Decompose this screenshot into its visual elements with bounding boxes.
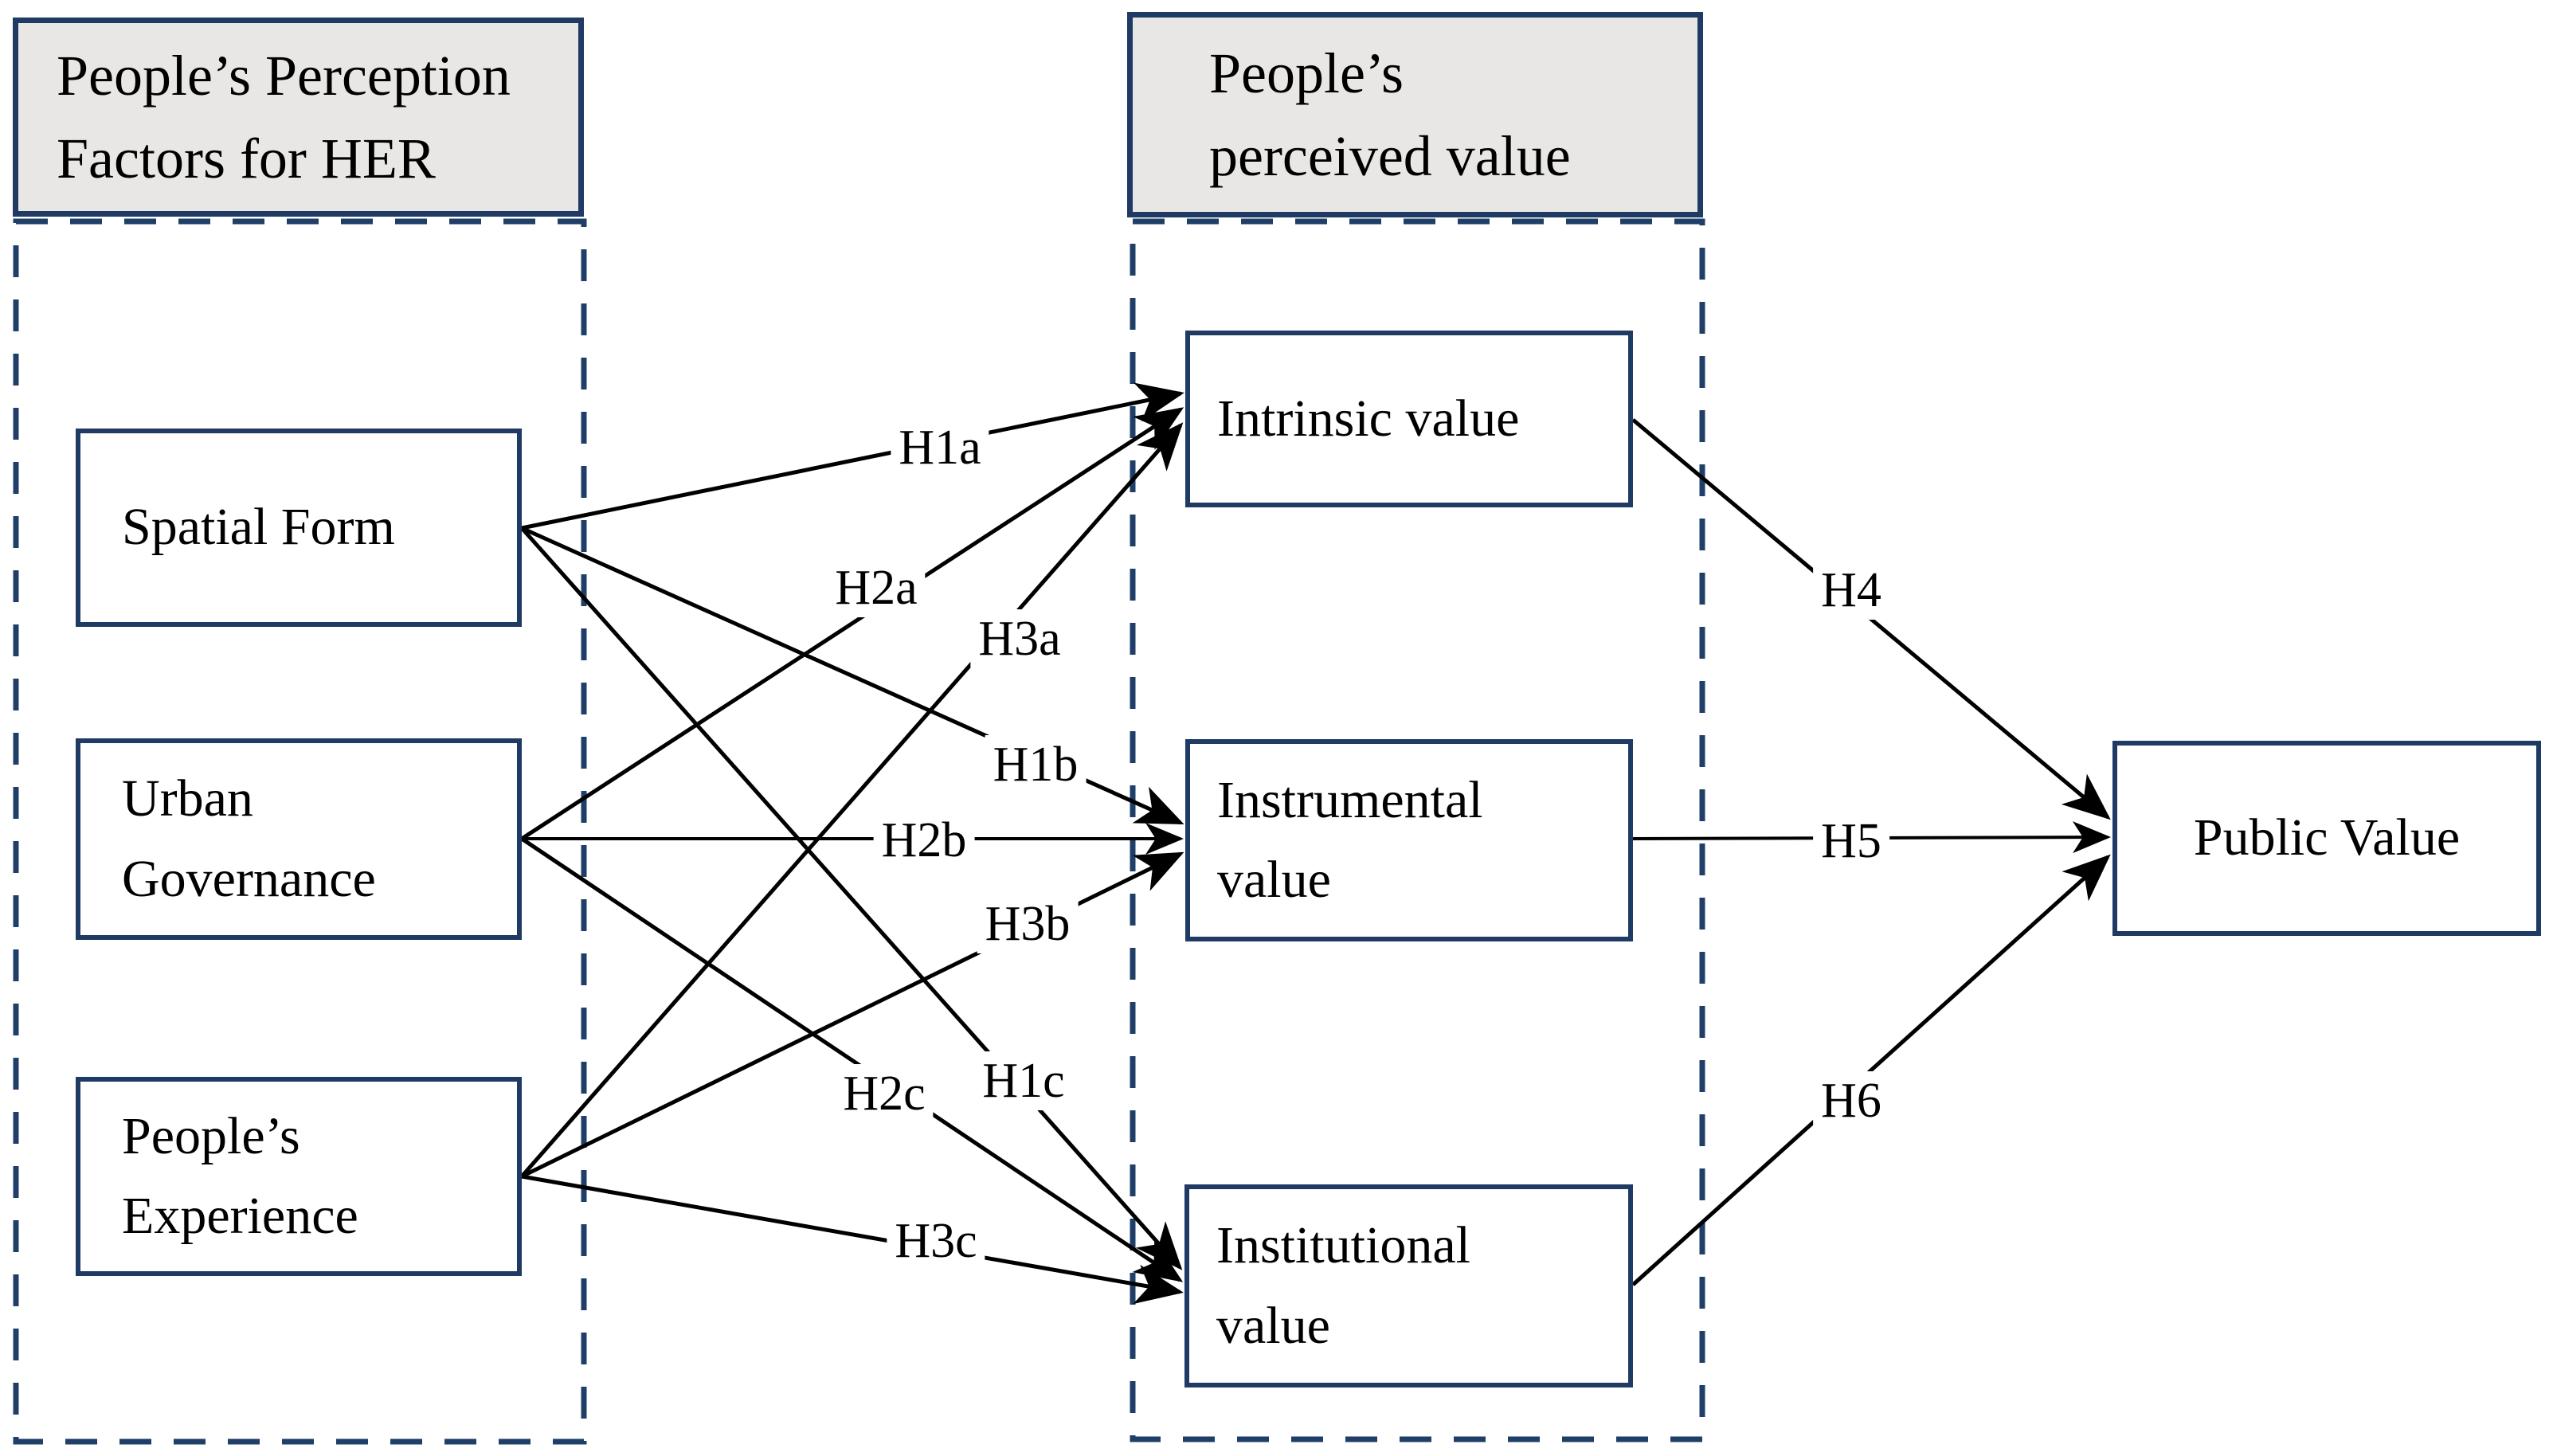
node-label: Urban: [122, 769, 253, 828]
node-institutional-value: Institutional value: [1184, 1184, 1633, 1388]
node-label: Governance: [122, 849, 376, 908]
hypothesis-label-H2c: H2c: [835, 1064, 934, 1123]
node-label: Institutional: [1216, 1216, 1470, 1275]
node-label: Instrumental: [1217, 770, 1483, 829]
node-label: value: [1217, 851, 1331, 909]
node-instrumental-value: Instrumental value: [1185, 739, 1633, 941]
hypothesis-label-H3c: H3c: [887, 1211, 985, 1270]
group-header-text: perceived value: [1209, 124, 1571, 188]
node-label: value: [1216, 1296, 1330, 1355]
group-header-text: People’s Perception: [57, 43, 511, 108]
group-header-text: People’s: [1209, 41, 1404, 105]
hypothesis-label-H3b: H3b: [977, 894, 1079, 953]
edge-H1c-arrow: [520, 526, 1183, 1270]
hypothesis-label-H1b: H1b: [985, 735, 1087, 794]
hypothesis-label-H4: H4: [1813, 561, 1889, 620]
node-label: People’s: [122, 1106, 300, 1165]
node-label: Public Value: [2193, 808, 2461, 867]
node-spatial-form: Spatial Form: [76, 429, 522, 627]
group-header-perceived-value: People’s perceived value: [1127, 12, 1703, 217]
node-label: Experience: [122, 1187, 358, 1245]
node-intrinsic-value: Intrinsic value: [1185, 331, 1633, 507]
node-label: Intrinsic value: [1217, 389, 1520, 448]
group-header-text: Factors for HER: [57, 127, 436, 190]
node-label: Spatial Form: [122, 498, 395, 557]
hypothesis-label-H5: H5: [1813, 812, 1889, 871]
hypothesis-label-H3a: H3a: [970, 609, 1069, 668]
hypothesis-label-H2b: H2b: [873, 811, 975, 870]
hypothesis-label-H1a: H1a: [891, 418, 989, 477]
hypothesis-label-H1c: H1c: [974, 1051, 1073, 1110]
hypothesis-label-H2a: H2a: [827, 558, 926, 617]
edge-H2a-arrow: [520, 407, 1184, 841]
group-dashed-border-perception-factors: [13, 218, 587, 1445]
group-dashed-border-perceived-value: [1130, 218, 1705, 1442]
hypothesis-label-H6: H6: [1813, 1071, 1889, 1130]
edge-H3c-arrow: [521, 1174, 1184, 1305]
edge-H2c-arrow: [520, 836, 1184, 1282]
edge-H1a-arrow: [521, 382, 1184, 530]
edge-H3a-arrow: [520, 422, 1184, 1178]
edge-H3b-arrow: [520, 851, 1184, 1179]
edge-H6-arrow: [1631, 854, 2111, 1286]
node-public-value: Public Value: [2112, 741, 2541, 936]
